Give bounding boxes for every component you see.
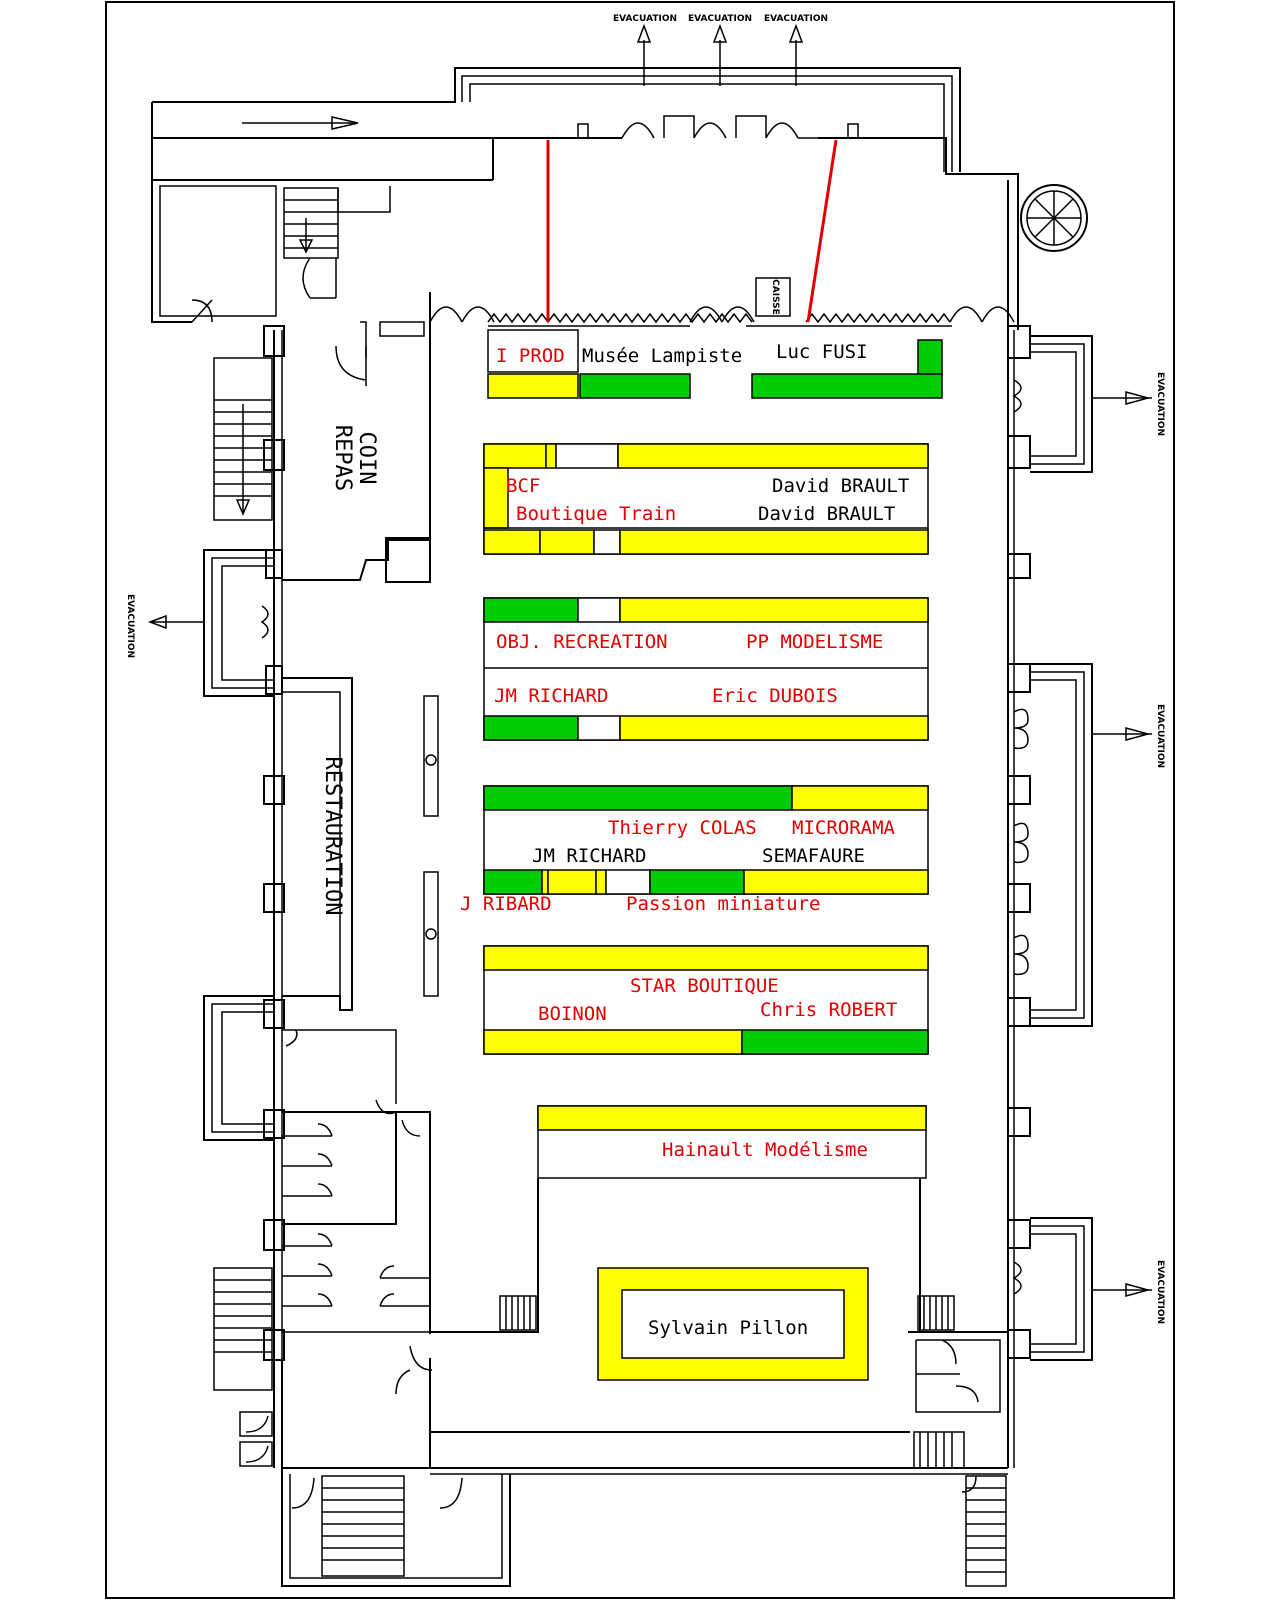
coin-repas-label-2: REPAS	[330, 425, 355, 491]
stand-row-3	[483, 597, 929, 741]
right-wings: EVACUATION EVACUATION EVACUATION	[908, 325, 1165, 1469]
evacuation-label-left: EVACUATION	[125, 594, 135, 658]
evacuation-arrow-icon	[147, 614, 167, 630]
exhibitor-bcf: BCF	[506, 475, 540, 497]
stand-row-5	[483, 945, 929, 1055]
page-border	[105, 1, 1175, 1599]
toilets-block	[282, 1099, 433, 1395]
evacuation-arrow-icon	[788, 23, 804, 86]
exhibitor-j-ribard: J RIBARD	[460, 893, 552, 915]
left-wing: EVACUATION	[125, 325, 397, 1467]
evacuation-label-top-2: EVACUATION	[688, 14, 752, 24]
main-hall-walls: CAISSE	[273, 139, 1015, 1468]
exhibitor-pp-modelisme: PP MODELISME	[746, 631, 883, 653]
evacuation-arrow-icon	[1125, 1283, 1151, 1297]
exhibitor-obj-recreation: OBJ. RECREATION	[496, 631, 668, 653]
evacuation-top: EVACUATION EVACUATION EVACUATION	[613, 14, 828, 86]
evacuation-label-right-2: EVACUATION	[1155, 704, 1165, 768]
exhibitor-eric-dubois: Eric DUBOIS	[712, 685, 838, 707]
exhibitor-i-prod: I PROD	[496, 345, 565, 367]
exhibitor-luc-fusi: Luc FUSI	[776, 341, 868, 363]
exhibitor-sylvain-pillon: Sylvain Pillon	[648, 1317, 808, 1339]
exhibitor-thierry-colas: Thierry COLAS	[608, 817, 757, 839]
restauration-label: RESTAURATION	[320, 757, 345, 916]
exhibitor-microrama: MICRORAMA	[792, 817, 896, 839]
evacuation-arrow-icon	[636, 23, 652, 86]
stand-row-2	[483, 443, 929, 555]
spiral-staircase-icon	[1020, 184, 1088, 252]
restauration-area: RESTAURATION	[282, 677, 439, 1011]
exhibitor-passion-miniature: Passion miniature	[626, 893, 820, 915]
exhibitor-jm-richard-2: JM RICHARD	[532, 845, 646, 867]
evacuation-label-right-1: EVACUATION	[1155, 372, 1165, 436]
coin-repas-label-1: COIN	[354, 432, 379, 485]
evacuation-arrow-icon	[1125, 727, 1151, 741]
stand-row-1	[487, 329, 943, 399]
exhibitor-star-boutique: STAR BOUTIQUE	[630, 975, 779, 997]
stand-row-4	[483, 785, 929, 895]
red-divider-right	[806, 139, 838, 323]
evacuation-arrow-icon	[1125, 391, 1151, 405]
evacuation-arrow-icon	[712, 23, 728, 86]
exhibitor-jm-richard-1: JM RICHARD	[494, 685, 608, 707]
top-corridor	[151, 67, 1019, 330]
exhibitor-boinon: BOINON	[538, 1003, 607, 1025]
evacuation-label-right-3: EVACUATION	[1155, 1260, 1165, 1324]
stand-row-6	[430, 1105, 927, 1333]
exhibitor-chris-robert: Chris ROBERT	[760, 999, 897, 1021]
exhibitor-musee-lampiste: Musée Lampiste	[582, 345, 742, 367]
cashier-label: CAISSE	[770, 279, 780, 315]
exhibitor-hainault-modelisme: Hainault Modélisme	[662, 1139, 868, 1161]
stair-top-left	[283, 186, 391, 259]
exhibitor-david-brault-2: David BRAULT	[758, 503, 895, 525]
bottom-wall	[281, 1358, 1008, 1587]
evacuation-label-top-3: EVACUATION	[764, 14, 828, 24]
exhibitor-boutique-train: Boutique Train	[516, 503, 676, 525]
exhibitor-david-brault-1: David BRAULT	[772, 475, 909, 497]
stand-sylvain-pillon	[597, 1267, 869, 1381]
evacuation-label-top-1: EVACUATION	[613, 14, 677, 24]
exhibitor-semafaure: SEMAFAURE	[762, 845, 865, 867]
